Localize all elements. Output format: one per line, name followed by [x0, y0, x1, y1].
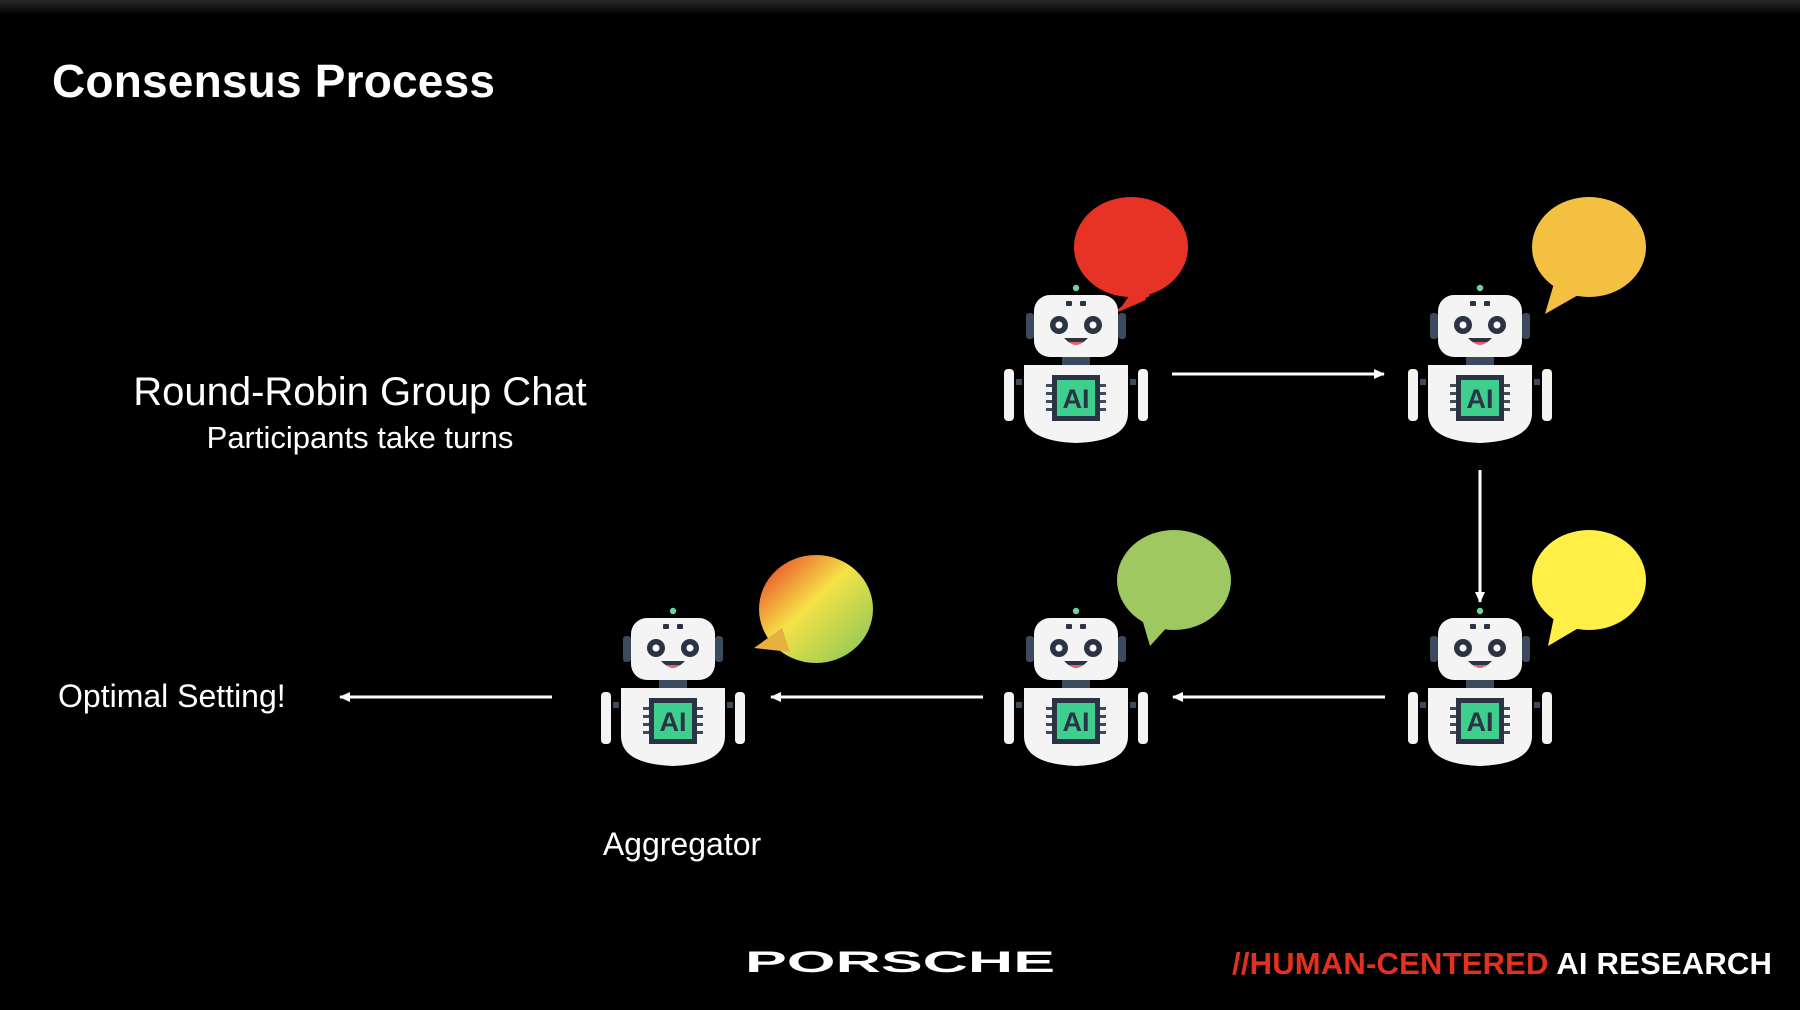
robot-4: AI	[1004, 607, 1148, 766]
robot-1-badge: AI	[1063, 384, 1090, 414]
top-fade	[0, 0, 1800, 14]
speech-bubble-robot-2	[1532, 197, 1646, 314]
speech-bubble-aggregator	[754, 555, 873, 663]
robot-3: AI	[1408, 607, 1552, 766]
aggregator-label: Aggregator	[602, 826, 762, 862]
research-tag-suffix: AI RESEARCH	[1556, 946, 1773, 981]
robot-1: AI	[1004, 284, 1148, 443]
speech-bubble-robot-3	[1532, 530, 1646, 646]
subtitle-block: Round-Robin Group Chat Participants take…	[100, 368, 620, 460]
porsche-logo: PORSCHE	[745, 946, 1055, 978]
subtitle-detail: Participants take turns	[206, 420, 514, 455]
optimal-setting-label: Optimal Setting!	[58, 678, 286, 714]
speech-bubble-robot-1	[1074, 197, 1188, 314]
robot-2: AI	[1408, 284, 1552, 443]
porsche-wordmark: PORSCHE	[745, 946, 1055, 978]
slide-title: Consensus Process	[52, 55, 496, 107]
robot-3-badge: AI	[1467, 707, 1494, 737]
robot-aggregator: AI	[601, 607, 745, 766]
robot-2-badge: AI	[1467, 384, 1494, 414]
research-tag: //HUMAN-CENTERED AI RESEARCH	[1232, 946, 1772, 982]
research-tag-accent: //HUMAN-CENTERED	[1232, 946, 1549, 981]
speech-bubble-robot-4	[1117, 530, 1231, 646]
robot-aggregator-badge: AI	[660, 707, 687, 737]
subtitle-main: Round-Robin Group Chat	[133, 370, 587, 414]
robot-4-badge: AI	[1063, 707, 1090, 737]
